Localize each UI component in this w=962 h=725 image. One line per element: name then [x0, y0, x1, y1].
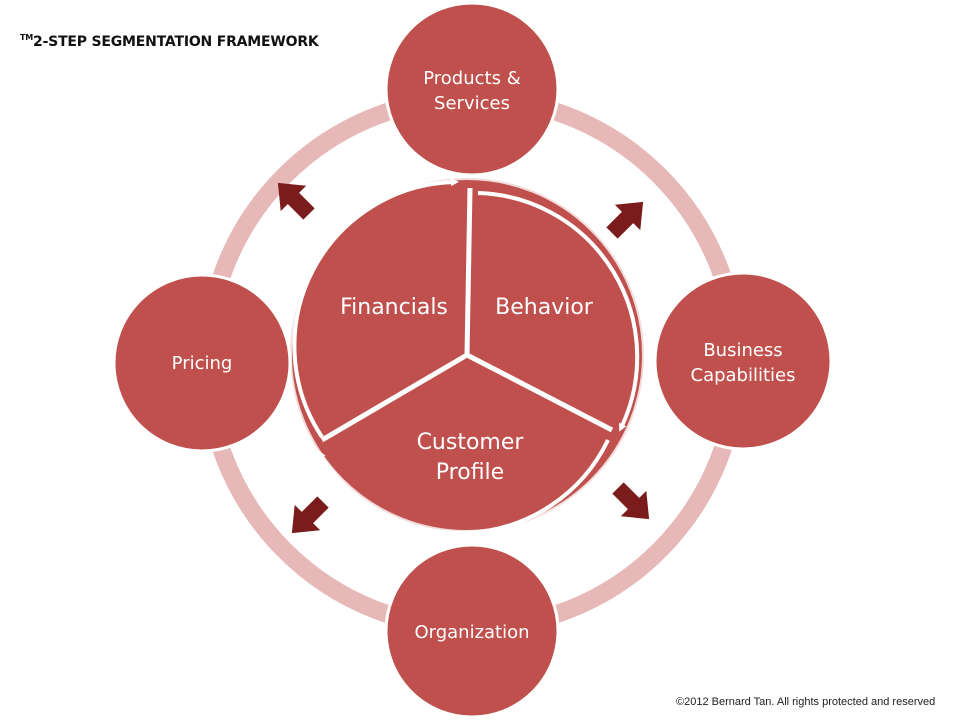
cycle-arrow-financials	[292, 178, 459, 439]
node-products-services	[384, 1, 560, 177]
segment-customer-profile-line2: Profile	[436, 460, 504, 485]
node-business-capabilities-line1: Business	[703, 340, 782, 361]
divider-left	[320, 352, 469, 443]
arrow-top-left	[277, 182, 315, 220]
node-pricing	[112, 273, 292, 453]
node-products-services-line1: Products &	[423, 68, 520, 89]
cycle-arrow-behavior	[477, 191, 640, 432]
node-organization-label: Organization	[414, 622, 529, 643]
diagram-title: TM2-STEP SEGMENTATION FRAMEWORK	[20, 33, 319, 50]
node-products-services-line2: Services	[434, 93, 510, 114]
node-pricing-label: Pricing	[172, 353, 233, 374]
node-business-capabilities	[653, 271, 833, 451]
divider-right	[465, 352, 614, 433]
arrow-bottom-left	[291, 496, 329, 534]
segment-behavior-label: Behavior	[495, 295, 594, 320]
segment-financials-label: Financials	[340, 295, 448, 320]
node-business-capabilities-line2: Capabilities	[691, 365, 796, 386]
segment-customer-profile-line1: Customer	[417, 430, 525, 455]
cycle-arrow-customer-profile	[317, 439, 610, 535]
copyright-notice: ©2012 Bernard Tan. All rights protected …	[676, 696, 936, 708]
trademark-mark: TM	[20, 33, 34, 42]
arrow-bottom-right	[612, 482, 650, 520]
title-text: 2-STEP SEGMENTATION FRAMEWORK	[33, 34, 319, 50]
divider-top	[464, 187, 473, 356]
node-organization	[384, 543, 560, 719]
arrow-top-right	[606, 201, 644, 239]
